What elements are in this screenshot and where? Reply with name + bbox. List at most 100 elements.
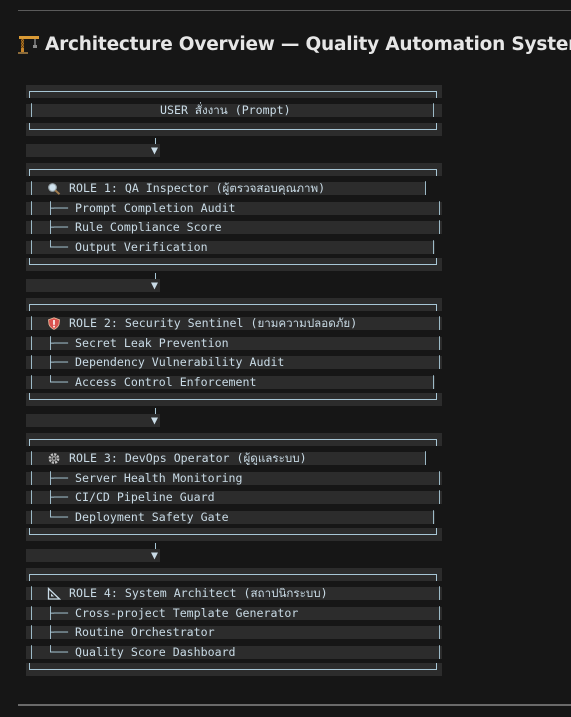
role-item: ││├──CI/CD Pipeline Guard	[26, 490, 443, 504]
role-box-top	[26, 433, 442, 446]
role-title-row: │ │ ROLE 2: Security Sentinel (ยามความปลอด…	[26, 316, 443, 330]
tree-branch: ├──	[47, 490, 68, 504]
role-item: │ │ ├── Rule Compliance Score	[26, 220, 443, 234]
box-border-left: │	[28, 509, 35, 524]
down-arrow-icon: ▼	[151, 278, 158, 292]
role-title-row: │ │ ROLE 3: DevOps Operator (ผู้ดูแลระบบ)	[26, 451, 429, 465]
box-border-left: │	[28, 220, 35, 234]
role-box-bottom	[26, 528, 442, 541]
role-title-row: │ │ ROLE 4: System Architect (สถาปนิกระบบ)	[26, 586, 443, 600]
top-divider	[18, 10, 571, 11]
tree-branch: ├──	[47, 625, 68, 639]
role-item: │ │ └── Quality Score Dashboard	[26, 644, 443, 659]
role-item-label: Quality Score Dashboard	[75, 644, 236, 659]
down-arrow-icon: ▼	[151, 143, 158, 157]
user-box-row: │ │ USER สั่งงาน (Prompt)	[26, 104, 442, 117]
role-title: ROLE 2: Security Sentinel (ยามความปลอดภั…	[69, 316, 358, 330]
box-border-right: │	[436, 605, 443, 620]
page-title: Architecture Overview — Quality Automati…	[45, 33, 571, 55]
box-border-right: │	[430, 374, 437, 389]
role-title-row: │ │ ROLE 1: QA Inspector (ผู้ตรวจสอบคุณภาพ…	[26, 181, 429, 195]
role-box-top	[26, 568, 442, 581]
section-heading: Architecture Overview — Quality Automati…	[18, 30, 571, 58]
role-item-label: Rule Compliance Score	[75, 220, 222, 234]
role-item: ││├──Server Health Monitoring	[26, 470, 443, 485]
connector-stem	[155, 543, 156, 549]
tree-branch: └──	[47, 374, 68, 389]
box-border-left: │	[28, 470, 35, 485]
down-arrow-icon: ▼	[151, 413, 158, 427]
tree-branch: └──	[47, 239, 68, 254]
flow-arrow: ▼	[26, 273, 160, 292]
box-border-left: │	[28, 335, 35, 350]
role-item: ││├──Prompt Completion Audit	[26, 200, 443, 215]
down-arrow-icon: ▼	[151, 548, 158, 562]
box-border-left: │	[28, 586, 35, 600]
box-border-left: │	[28, 625, 35, 639]
box-border-left: │	[28, 644, 35, 659]
role-item: ││├──Dependency Vulnerability Audit	[26, 355, 443, 369]
role-item: ││├──Cross-project Template Generator	[26, 605, 443, 620]
role-item-label: Routine Orchestrator	[75, 625, 215, 639]
tree-branch: └──	[47, 644, 68, 659]
box-border-right: │	[436, 316, 443, 330]
user-box-bottom	[26, 123, 442, 136]
role-title: ROLE 1: QA Inspector (ผู้ตรวจสอบคุณภาพ)	[69, 181, 326, 195]
bottom-divider	[18, 704, 571, 706]
tree-branch: ├──	[47, 335, 68, 350]
connector-stem	[155, 408, 156, 414]
role-title: ROLE 3: DevOps Operator (ผู้ดูแลระบบ)	[69, 451, 307, 465]
tree-branch: ├──	[47, 605, 68, 620]
box-border-right: │	[430, 103, 437, 117]
connector-stem	[155, 273, 156, 279]
box-border-left: │	[28, 181, 35, 195]
magnifier-icon	[48, 183, 61, 195]
role-item-label: Prompt Completion Audit	[75, 200, 236, 215]
role-item-label: Access Control Enforcement	[75, 374, 257, 389]
box-border-left: │	[28, 200, 35, 215]
box-border-left: │	[28, 374, 35, 389]
box-border-left: │	[28, 355, 35, 369]
box-border-right: │	[422, 451, 429, 465]
box-border-right: │	[430, 239, 437, 254]
triangle-ruler-icon	[47, 587, 61, 600]
role-item: │ │ └── Access Control Enforcement	[26, 374, 437, 389]
flow-arrow: ▼	[26, 408, 160, 427]
role-item: ││├──Secret Leak Prevention	[26, 335, 443, 350]
construction-crane-icon	[18, 34, 40, 54]
role-item-label: Secret Leak Prevention	[75, 335, 229, 350]
role-title: ROLE 4: System Architect (สถาปนิกระบบ)	[69, 586, 328, 600]
role-box-top	[26, 298, 442, 311]
role-item-label: Dependency Vulnerability Audit	[75, 355, 285, 369]
role-box-bottom	[26, 393, 442, 406]
role-box-bottom	[26, 258, 442, 271]
box-border-left: │	[28, 451, 35, 465]
box-border-right: │	[436, 644, 443, 659]
connector-stem	[155, 138, 156, 144]
box-border-right: │	[436, 586, 443, 600]
box-border-left: │	[28, 103, 35, 117]
user-prompt-label: USER สั่งงาน (Prompt)	[160, 103, 291, 117]
role-item-label: CI/CD Pipeline Guard	[75, 490, 215, 504]
role-item-label: Cross-project Template Generator	[75, 605, 299, 620]
box-border-left: │	[28, 239, 35, 254]
role-item-label: Server Health Monitoring	[75, 470, 243, 485]
tree-branch: ├──	[47, 470, 68, 485]
box-border-right: │	[422, 181, 429, 195]
user-box-top	[26, 85, 442, 98]
role-item: ││└──Output Verification	[26, 239, 437, 254]
flow-arrow: ▼	[26, 543, 160, 562]
role-item: ││└──Deployment Safety Gate	[26, 509, 437, 524]
architecture-diagram: │ │ USER สั่งงาน (Prompt) ▼ │ │ ROLE 1: QA Ins…	[26, 85, 443, 687]
box-border-right: │	[436, 200, 443, 215]
tree-branch: └──	[47, 509, 68, 524]
role-item-label: Deployment Safety Gate	[75, 509, 229, 524]
role-item: ││├──Routine Orchestrator	[26, 625, 443, 639]
box-border-right: │	[436, 220, 443, 234]
tree-branch: ├──	[47, 220, 68, 234]
flow-arrow: ▼	[26, 138, 160, 157]
tree-branch: ├──	[47, 355, 68, 369]
box-border-left: │	[28, 316, 35, 330]
role-box-bottom	[26, 663, 442, 676]
